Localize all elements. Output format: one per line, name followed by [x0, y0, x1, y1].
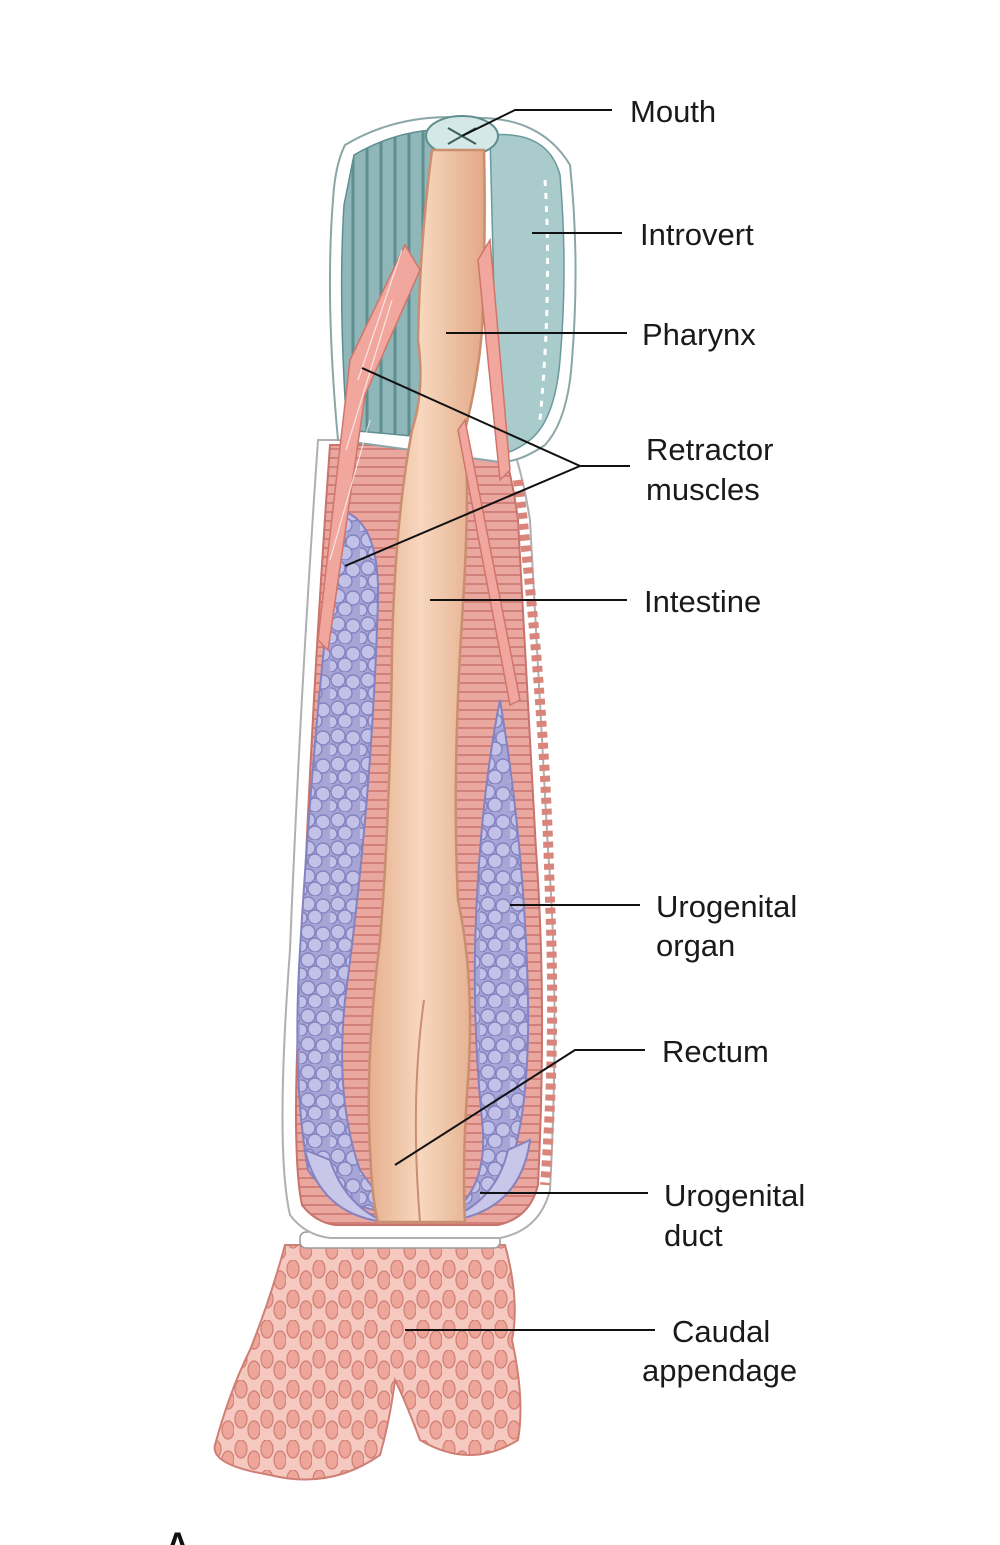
leader-rectum — [394, 1049, 645, 1166]
label-retractor-muscles-line2: muscles — [646, 472, 760, 507]
label-urogenital-organ-line1: Urogenital — [656, 889, 798, 924]
label-mouth: Mouth — [630, 94, 717, 129]
label-caudal-appendage-line2: appendage — [642, 1353, 798, 1388]
label-urogenital-duct-line1: Urogenital — [664, 1178, 806, 1213]
label-pharynx: Pharynx — [642, 317, 756, 352]
label-introvert: Introvert — [640, 217, 754, 252]
label-caudal-appendage-line1: Caudal — [672, 1314, 771, 1349]
label-intestine: Intestine — [644, 584, 762, 619]
caudal-appendage-shape — [213, 1231, 522, 1481]
panel-letter: A — [166, 1526, 190, 1545]
label-retractor-muscles-line1: Retractor — [646, 432, 774, 467]
retractor-muscles — [317, 237, 521, 707]
leader-retractor-muscles — [344, 367, 630, 567]
label-urogenital-duct-line2: duct — [664, 1218, 723, 1253]
label-urogenital-organ-line2: organ — [656, 928, 736, 963]
leader-lines — [344, 109, 655, 1331]
leader-mouth — [461, 109, 612, 137]
label-rectum: Rectum — [662, 1034, 769, 1069]
